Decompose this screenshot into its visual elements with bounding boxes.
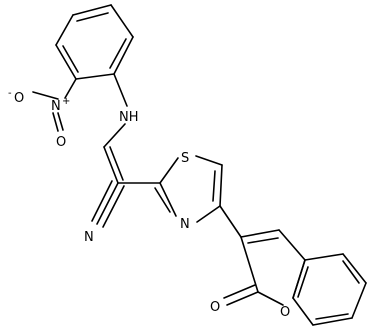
bond xyxy=(103,146,119,184)
thiazole-n-label: N xyxy=(180,217,190,232)
bond xyxy=(212,170,216,202)
bond xyxy=(76,12,109,22)
nitro-n-charge: + xyxy=(62,96,70,107)
bond xyxy=(315,313,349,320)
nitro-o-bottom-label: O xyxy=(56,135,66,150)
bond xyxy=(196,205,221,223)
bond xyxy=(103,123,126,148)
carbonyl-o-label: O xyxy=(210,300,220,315)
bond xyxy=(113,73,128,107)
bond xyxy=(342,253,367,284)
bond xyxy=(55,14,74,46)
ring-o-label: O xyxy=(280,305,290,320)
sulfur-label: S xyxy=(181,151,189,166)
nitrophenyl-ring xyxy=(55,4,134,80)
nitro-n-label: N xyxy=(51,99,61,114)
bond xyxy=(219,164,223,207)
bond xyxy=(154,187,171,213)
bond xyxy=(102,185,125,228)
bond xyxy=(278,229,306,261)
bond xyxy=(113,36,134,75)
amine-nh-label: NH xyxy=(119,110,139,125)
bond xyxy=(223,284,256,299)
bond xyxy=(72,4,112,16)
bond xyxy=(240,236,259,293)
bond xyxy=(75,73,115,80)
bond xyxy=(351,282,367,319)
bond xyxy=(109,38,127,69)
bond xyxy=(247,237,279,244)
bond xyxy=(195,155,223,166)
bond xyxy=(226,291,259,306)
bond xyxy=(96,182,119,225)
bond xyxy=(159,157,179,184)
bond xyxy=(110,4,134,38)
bond xyxy=(304,253,344,261)
bond xyxy=(257,291,284,306)
nitro-o-charge: - xyxy=(8,88,12,99)
coumarin-ring-system xyxy=(223,229,367,326)
bond xyxy=(109,146,124,181)
bond xyxy=(64,78,77,99)
nitro-o-top-label: O xyxy=(14,91,24,106)
bond xyxy=(57,112,64,131)
thiazole-ring xyxy=(154,155,223,223)
bond xyxy=(312,317,353,326)
bond xyxy=(159,182,177,217)
bond xyxy=(240,229,280,238)
bond xyxy=(342,260,360,284)
bond xyxy=(297,266,309,298)
bond xyxy=(55,44,77,80)
bond xyxy=(62,45,79,73)
bond xyxy=(32,91,59,100)
bond xyxy=(91,180,113,222)
bond xyxy=(219,205,242,238)
bond xyxy=(292,259,306,299)
bond xyxy=(52,112,59,132)
nitrile-n-label: N xyxy=(84,230,94,245)
bond xyxy=(292,297,314,326)
